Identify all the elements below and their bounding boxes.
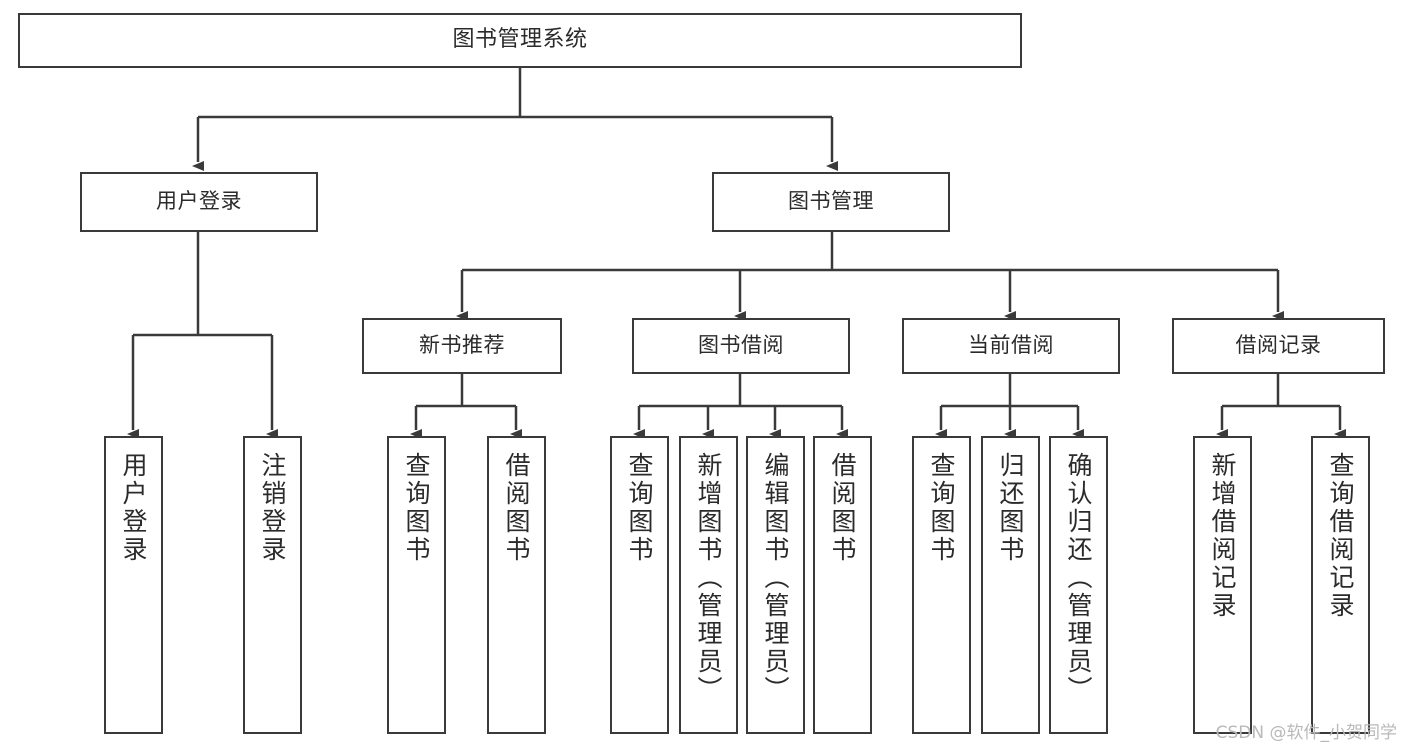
node-label: 用户登录 <box>156 189 242 214</box>
node-label: 注销登录 <box>258 452 287 564</box>
node-label: 用户登录 <box>119 452 148 564</box>
node-new-book-recommend[interactable]: 新书推荐 <box>362 318 562 374</box>
leaf-borrow-book-newrec[interactable]: 借阅图书 <box>487 436 546 734</box>
node-label: 归还图书 <box>996 452 1025 564</box>
leaf-query-borrow-record[interactable]: 查询借阅记录 <box>1311 436 1370 734</box>
leaf-edit-book-admin[interactable]: 编辑图书（管理员） <box>746 436 805 734</box>
node-book-borrow[interactable]: 图书借阅 <box>632 318 850 374</box>
node-label: 图书管理 <box>788 189 874 214</box>
leaf-query-book-newrec[interactable]: 查询图书 <box>387 436 446 734</box>
leaf-return-book[interactable]: 归还图书 <box>981 436 1040 734</box>
node-label: 编辑图书（管理员） <box>761 452 790 704</box>
leaf-add-borrow-record[interactable]: 新增借阅记录 <box>1193 436 1252 734</box>
node-root-system[interactable]: 图书管理系统 <box>18 13 1022 68</box>
node-label: 新书推荐 <box>419 333 505 358</box>
leaf-add-book-admin[interactable]: 新增图书（管理员） <box>679 436 738 734</box>
node-current-borrow[interactable]: 当前借阅 <box>902 318 1120 374</box>
leaf-borrow-book[interactable]: 借阅图书 <box>813 436 872 734</box>
leaf-user-login[interactable]: 用户登录 <box>104 436 163 734</box>
node-label: 新增图书（管理员） <box>694 452 723 704</box>
csdn-watermark: CSDN @软件_小贺同学 <box>1215 723 1397 743</box>
node-book-management[interactable]: 图书管理 <box>712 172 950 232</box>
node-label: 当前借阅 <box>968 333 1054 358</box>
node-label: 查询图书 <box>402 452 431 564</box>
node-label: 确认归还（管理员） <box>1064 452 1093 704</box>
leaf-user-logout[interactable]: 注销登录 <box>243 436 302 734</box>
leaf-confirm-return-admin[interactable]: 确认归还（管理员） <box>1049 436 1108 734</box>
node-label: 查询借阅记录 <box>1326 452 1355 620</box>
node-label: 借阅图书 <box>502 452 531 564</box>
node-label: 借阅记录 <box>1235 333 1322 358</box>
node-label: 查询图书 <box>625 452 654 564</box>
node-label: 新增借阅记录 <box>1208 452 1237 620</box>
node-user-login[interactable]: 用户登录 <box>80 172 318 232</box>
node-label: 图书管理系统 <box>452 27 588 53</box>
node-label: 查询图书 <box>927 452 956 564</box>
node-label: 借阅图书 <box>828 452 857 564</box>
node-borrow-record[interactable]: 借阅记录 <box>1172 318 1385 374</box>
node-label: 图书借阅 <box>698 333 784 358</box>
leaf-query-book-current[interactable]: 查询图书 <box>912 436 971 734</box>
leaf-query-book-borrow[interactable]: 查询图书 <box>610 436 669 734</box>
